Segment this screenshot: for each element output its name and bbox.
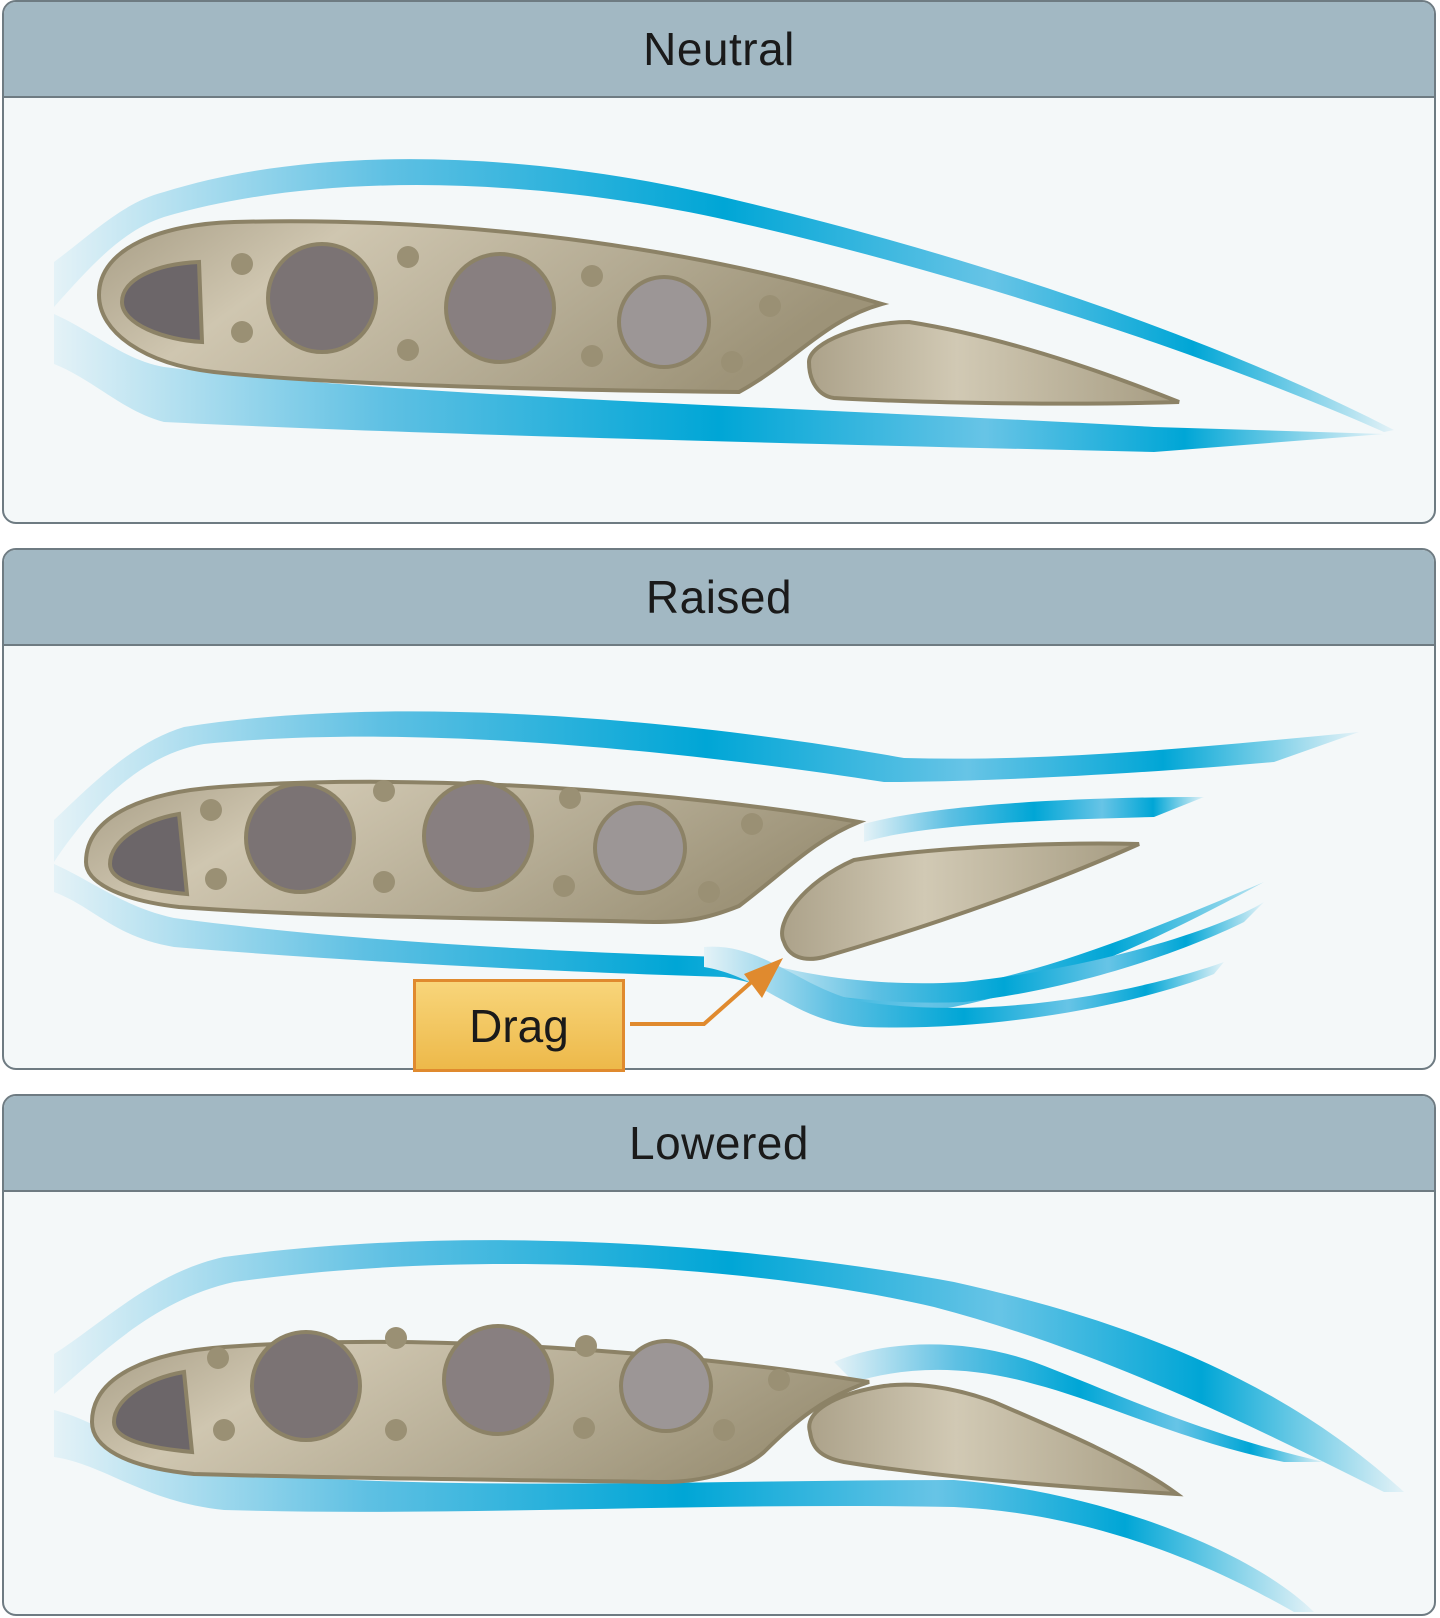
flap-neutral bbox=[806, 319, 1180, 406]
airfoil-neutral-diagram bbox=[54, 159, 1394, 452]
panel-header: Neutral bbox=[4, 2, 1434, 98]
drag-callout: Drag bbox=[413, 979, 625, 1072]
panel-body-raised bbox=[4, 646, 1434, 1068]
airflow-upper bbox=[54, 1240, 1404, 1492]
drag-label: Drag bbox=[469, 999, 569, 1052]
drag-arrow bbox=[630, 958, 783, 1026]
panel-title-raised: Raised bbox=[645, 571, 793, 623]
panel-body-lowered bbox=[4, 1192, 1434, 1614]
panel-neutral: Neutral bbox=[2, 0, 1436, 524]
airfoil-raised-diagram bbox=[54, 711, 1359, 1028]
airflow-lower bbox=[54, 314, 1384, 452]
flap-raised bbox=[780, 841, 1140, 961]
airflow-upper bbox=[54, 159, 1394, 433]
panel-title-lowered: Lowered bbox=[629, 1117, 809, 1169]
flap-lowered bbox=[807, 1382, 1184, 1497]
panel-title-neutral: Neutral bbox=[643, 23, 795, 75]
panel-header: Lowered bbox=[4, 1096, 1434, 1192]
panel-body-neutral bbox=[4, 98, 1434, 522]
airfoil-lowered-diagram bbox=[54, 1240, 1404, 1612]
panel-raised: Raised bbox=[2, 548, 1436, 1070]
panel-header: Raised bbox=[4, 550, 1434, 646]
wing-lowered bbox=[89, 1324, 870, 1485]
wing-raised bbox=[83, 779, 867, 925]
airflow-lower bbox=[54, 1410, 1314, 1612]
wing-neutral bbox=[96, 219, 890, 395]
airflow-lower bbox=[54, 864, 1299, 1028]
airflow-upper bbox=[54, 711, 1359, 862]
panel-lowered: Lowered bbox=[2, 1094, 1436, 1616]
